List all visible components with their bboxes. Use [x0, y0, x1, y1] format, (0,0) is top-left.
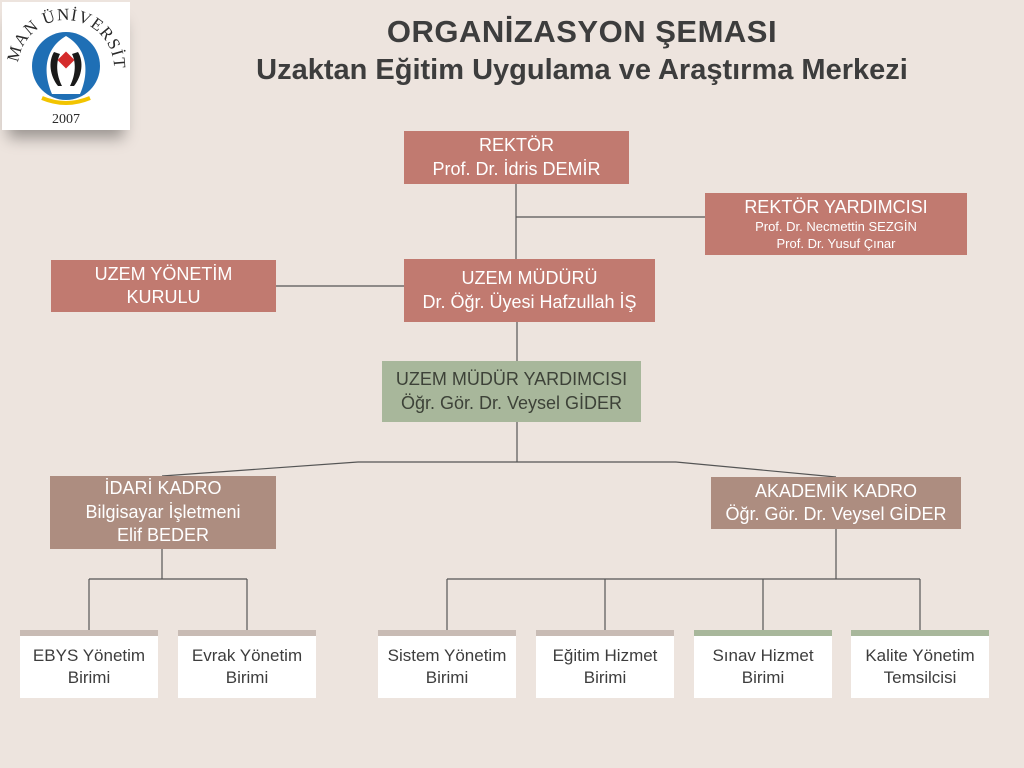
unit-label-line-1: Sınav Hizmet — [712, 645, 814, 665]
node-uzem-mudur-yardimcisi-name: Öğr. Gör. Dr. Veysel GİDER — [400, 392, 623, 413]
unit-label-line-2: Birimi — [67, 668, 111, 687]
node-uzem-mudur-yardimcisi: UZEM MÜDÜR YARDIMCISI Öğr. Gör. Dr. Veys… — [382, 361, 641, 422]
unit-label-line-2: Birimi — [225, 668, 269, 687]
node-idari-kadro: İDARİ KADRO Bilgisayar İşletmeni Elif BE… — [50, 476, 276, 549]
unit-sistem-yonetim: Sistem Yönetim Birimi — [378, 630, 516, 698]
node-rektor-yardimcisi: REKTÖR YARDIMCISI Prof. Dr. Necmettin SE… — [705, 193, 967, 255]
unit-ebys-yonetim: EBYS Yönetim Birimi — [20, 630, 158, 698]
node-idari-kadro-role: Bilgisayar İşletmeni — [85, 501, 241, 522]
node-uzem-muduru: UZEM MÜDÜRÜ Dr. Öğr. Üyesi Hafzullah İŞ — [404, 259, 655, 322]
node-uzem-yonetim-line-1: UZEM YÖNETİM — [94, 263, 233, 284]
page-title: ORGANİZASYON ŞEMASI — [386, 14, 778, 49]
node-uzem-yonetim-line-2: KURULU — [126, 287, 201, 307]
unit-label-line-2: Birimi — [425, 668, 469, 687]
connector-to-akademik — [675, 461, 837, 478]
node-idari-kadro-name: Elif BEDER — [116, 525, 210, 546]
node-akademik-kadro-title: AKADEMİK KADRO — [754, 480, 918, 501]
node-rektor-yardimcisi-name-1: Prof. Dr. Necmettin SEZGİN — [755, 219, 917, 235]
university-logo: BATMAN ÜNİVERSİTESİ 2007 — [0, 0, 130, 130]
unit-label-line-1: EBYS Yönetim — [32, 645, 146, 665]
unit-label-line-1: Sistem Yönetim — [387, 645, 507, 665]
node-rektor: REKTÖR Prof. Dr. İdris DEMİR — [404, 131, 629, 184]
node-rektor-yardimcisi-name-2: Prof. Dr. Yusuf Çınar — [776, 235, 896, 251]
node-uzem-muduru-name: Dr. Öğr. Üyesi Hafzullah İŞ — [422, 291, 637, 312]
university-seal-icon: BATMAN ÜNİVERSİTESİ 2007 — [0, 0, 128, 127]
node-akademik-kadro-name: Öğr. Gör. Dr. Veysel GİDER — [725, 504, 947, 524]
node-uzem-muduru-title: UZEM MÜDÜRÜ — [461, 268, 598, 289]
unit-egitim-hizmet: Eğitim Hizmet Birimi — [536, 630, 674, 698]
unit-kalite-yonetim: Kalite Yönetim Temsilcisi — [851, 630, 989, 698]
unit-label-line-1: Evrak Yönetim — [191, 645, 303, 665]
unit-label-line-1: Kalite Yönetim — [865, 645, 975, 665]
unit-evrak-yonetim: Evrak Yönetim Birimi — [178, 630, 316, 698]
unit-sinav-hizmet: Sınav Hizmet Birimi — [694, 630, 832, 698]
svg-text:2007: 2007 — [52, 112, 80, 127]
connector-to-idari — [161, 461, 359, 477]
node-akademik-kadro: AKADEMİK KADRO Öğr. Gör. Dr. Veysel GİDE… — [711, 477, 961, 529]
node-rektor-title: REKTÖR — [478, 135, 554, 156]
unit-label-line-2: Temsilcisi — [883, 668, 957, 687]
node-uzem-yonetim-kurulu: UZEM YÖNETİM KURULU — [51, 260, 276, 312]
page-subtitle: Uzaktan Eğitim Uygulama ve Araştırma Mer… — [256, 54, 908, 86]
node-rektor-name: Prof. Dr. İdris DEMİR — [432, 158, 601, 179]
unit-label-line-2: Birimi — [741, 668, 785, 687]
node-idari-kadro-title: İDARİ KADRO — [104, 478, 222, 499]
node-rektor-yardimcisi-title: REKTÖR YARDIMCISI — [744, 197, 928, 218]
unit-label-line-2: Birimi — [583, 668, 627, 687]
unit-label-line-1: Eğitim Hizmet — [552, 645, 658, 665]
node-uzem-mudur-yardimcisi-title: UZEM MÜDÜR YARDIMCISI — [395, 369, 628, 390]
